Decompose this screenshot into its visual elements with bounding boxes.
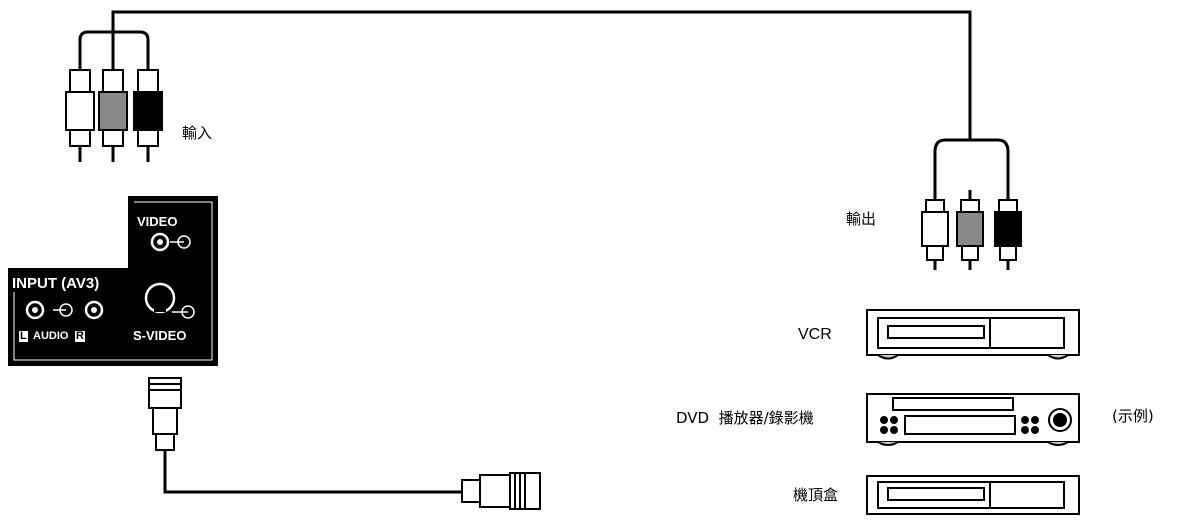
svideo-cable [148, 377, 541, 510]
output-cable-label: 輸出 [846, 210, 877, 228]
dvd-label: DVD 播放器/錄影機 [676, 409, 814, 427]
main-cable-line [111, 10, 972, 140]
svideo-plug-bottom [461, 479, 481, 503]
audio-left-badge: L [19, 330, 28, 342]
input-plug-right-black [133, 69, 163, 162]
output-plug-middle-gray [956, 190, 984, 270]
vcr-device [866, 309, 1080, 360]
video-label: VIDEO [137, 214, 178, 229]
settop-label: 機頂盒 [793, 486, 839, 504]
audio-left-jack [25, 300, 45, 320]
example-note: (示例) [1112, 407, 1154, 425]
output-cable-split [933, 138, 1010, 190]
output-plug-left-white [921, 190, 949, 270]
vcr-label: VCR [798, 326, 832, 343]
input-label: INPUT (AV3) [12, 275, 100, 292]
audio-right-jack [84, 300, 104, 320]
video-jack [150, 232, 170, 252]
output-plug-right-black [994, 190, 1022, 270]
svideo-plug-top [148, 377, 182, 409]
input-plug-left-white [65, 69, 95, 162]
connector-panel [8, 196, 218, 366]
settop-device [866, 475, 1080, 515]
av-cable [78, 10, 1010, 190]
input-plug-middle-gray [98, 69, 128, 162]
audio-label: AUDIO [33, 330, 69, 342]
svideo-label: S-VIDEO [133, 328, 187, 343]
input-cable-split [78, 30, 150, 70]
audio-right-badge: R [75, 330, 85, 342]
input-cable-label: 輸入 [182, 124, 213, 142]
dvd-device [866, 393, 1080, 446]
